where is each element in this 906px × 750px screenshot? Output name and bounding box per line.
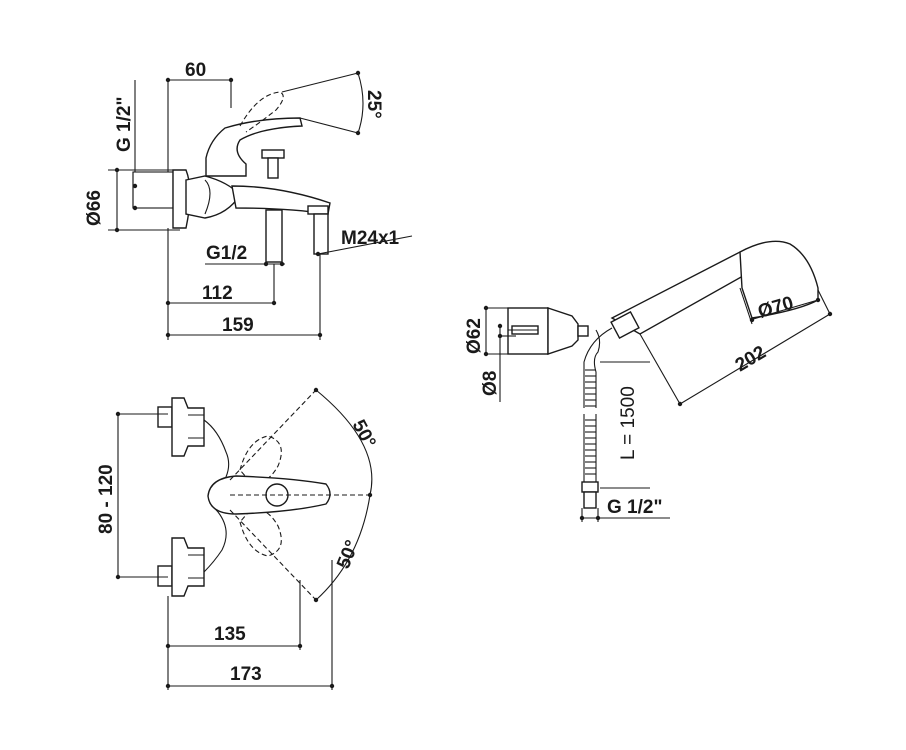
top-view: 50° 50° 80 - 120 135 173 bbox=[96, 387, 380, 690]
side-spout bbox=[231, 185, 331, 215]
angle-50-top-label: 50° bbox=[348, 416, 380, 451]
dim-159-label: 159 bbox=[222, 315, 254, 336]
dim-80-120-label: 80 - 120 bbox=[96, 464, 117, 534]
top-upper-nut bbox=[171, 397, 205, 457]
hose-ribs bbox=[585, 369, 596, 475]
shower-set: Ø62 Ø8 L = 1500 G 1/2" Ø70 202 bbox=[464, 240, 833, 522]
dim-202-label: 202 bbox=[732, 342, 770, 376]
dim-60-label: 60 bbox=[185, 60, 206, 81]
hose-end-nut bbox=[581, 481, 599, 493]
dim-112-label: 112 bbox=[202, 283, 233, 304]
top-lower-nut bbox=[171, 537, 205, 597]
side-outlet-pipe bbox=[265, 209, 283, 263]
hose-length-label: L = 1500 bbox=[618, 386, 639, 460]
dia-66-label: Ø66 bbox=[84, 190, 105, 226]
dim-173-label: 173 bbox=[230, 664, 262, 685]
top-lever-ghost-lower bbox=[239, 507, 282, 557]
thread-m24-label: M24x1 bbox=[341, 228, 400, 249]
dia-8-label: Ø8 bbox=[480, 371, 501, 396]
thread-g12-top-label: G 1/2" bbox=[114, 97, 135, 152]
side-view: 60 25° G 1/2" Ø66 M24x1 G1/2 112 159 bbox=[84, 60, 413, 340]
side-body bbox=[185, 175, 241, 219]
angle-25-label: 25° bbox=[363, 90, 384, 119]
shower-head bbox=[739, 240, 819, 319]
side-lever-ghost bbox=[239, 91, 284, 133]
dia-62-label: Ø62 bbox=[464, 318, 485, 354]
shower-hose bbox=[583, 327, 613, 408]
side-lever bbox=[205, 117, 303, 177]
dim-135-label: 135 bbox=[214, 624, 246, 645]
thread-g12-spout-label: G1/2 bbox=[206, 243, 247, 264]
side-wall-block bbox=[132, 171, 174, 209]
angle-50-bottom-label: 50° bbox=[333, 537, 363, 572]
shower-holder-cone bbox=[547, 307, 579, 355]
thread-g12-label: G 1/2" bbox=[607, 497, 662, 518]
